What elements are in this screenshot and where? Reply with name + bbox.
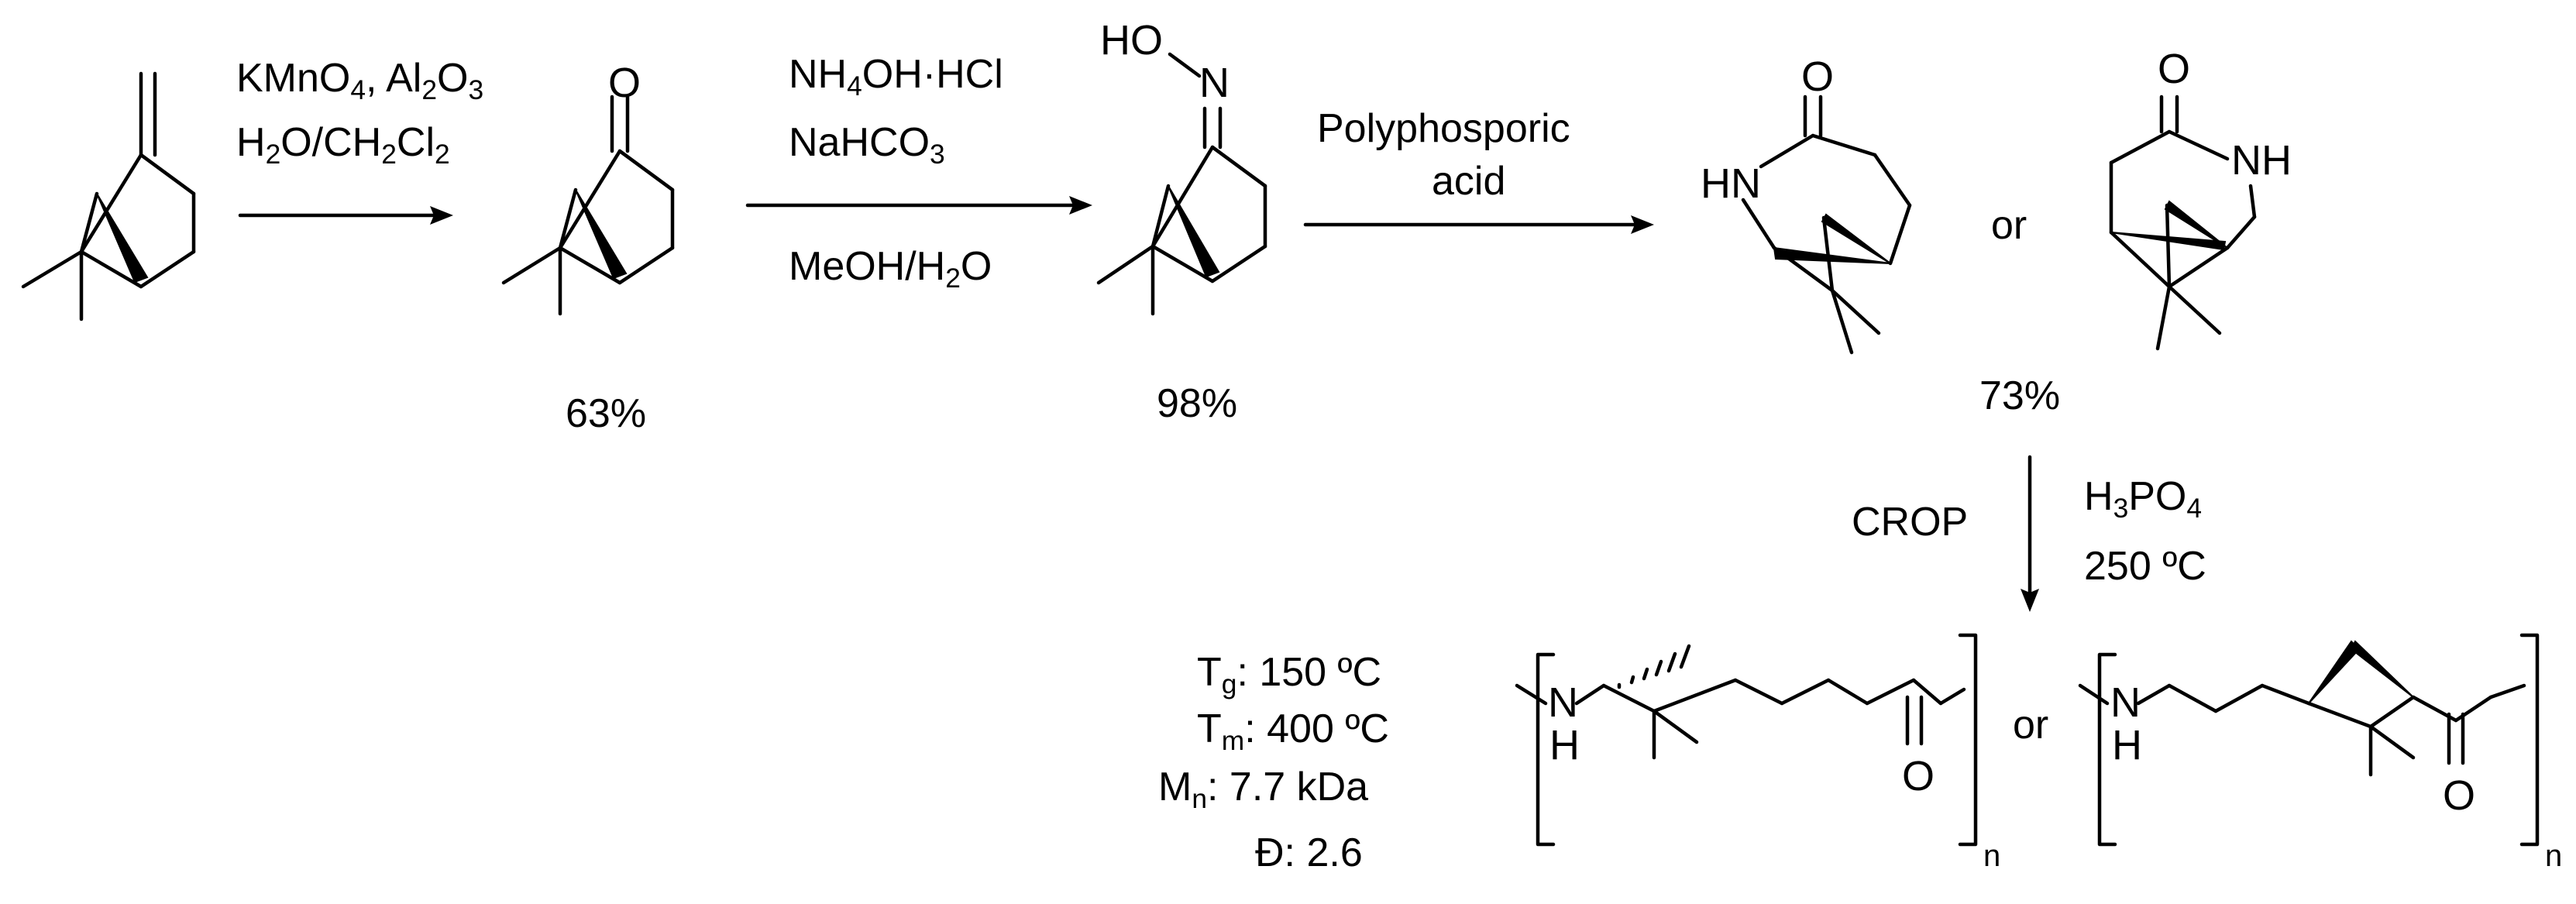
oxime-structure: [1096, 52, 1267, 316]
hn-label-lactam-a: HN: [1701, 160, 1761, 207]
property-tm: Tm: 400 ºC: [1197, 706, 1389, 756]
reaction-arrow-1: [238, 206, 453, 225]
nitrogen-label-polymer-a: N: [1548, 679, 1578, 726]
nopinone-structure: [501, 95, 675, 316]
hydrogen-label-polymer-b: H: [2112, 722, 2142, 768]
step4-reagent-line2: 250 ºC: [2084, 544, 2206, 589]
oxygen-label-lactam-b: O: [2158, 46, 2191, 92]
step3-reagent-line1: Polyphosporic: [1317, 106, 1570, 151]
hydroxyl-label-oxime: HO: [1100, 17, 1163, 64]
reaction-arrow-4: [2021, 455, 2039, 612]
step2-reagent-line2: NaHCO3: [789, 120, 945, 170]
step1-reagent-line1: KMnO4, Al2O3: [236, 56, 484, 105]
nitrogen-label-oxime: N: [1199, 60, 1230, 106]
polymer-b-structure: [2078, 633, 2540, 847]
lactam-b-structure: [2109, 95, 2257, 351]
hashed-wedge-bond: [1617, 644, 1691, 689]
oxygen-label-nopinone: O: [608, 60, 641, 106]
oxygen-label-polymer-b: O: [2443, 772, 2476, 819]
repeat-n-polymer-b: n: [2545, 839, 2563, 873]
step3-reagent-line2: acid: [1432, 159, 1506, 204]
hydrogen-label-polymer-a: H: [1549, 722, 1580, 768]
step3-or: or: [1991, 203, 2027, 248]
reaction-arrow-2: [745, 196, 1092, 215]
oxygen-label-lactam-a: O: [1801, 53, 1835, 100]
step4-reagent-line1: H3PO4: [2084, 474, 2203, 524]
property-mn: Mn: 7.7 kDa: [1158, 765, 1369, 814]
step4-left-label: CROP: [1852, 500, 1969, 545]
lactam-a-structure: [1741, 95, 1912, 355]
step2-yield: 98%: [1157, 381, 1238, 426]
beta-pinene-structure: [21, 71, 196, 321]
property-dispersity: Đ: 2.6: [1255, 830, 1363, 875]
property-tg: Tg: 150 ºC: [1197, 650, 1382, 699]
oxygen-label-polymer-a: O: [1902, 753, 1935, 799]
step4-or: or: [2013, 703, 2049, 748]
polymer-a-structure: [1515, 633, 1978, 847]
step1-reagent-line2: H2O/CH2Cl2: [236, 120, 450, 170]
step2-reagent-line3: MeOH/H2O: [789, 244, 992, 294]
repeat-n-polymer-a: n: [1983, 839, 2001, 873]
step1-yield: 63%: [566, 391, 647, 436]
step3-yield: 73%: [1979, 373, 2061, 418]
nh-label-lactam-b: NH: [2231, 137, 2292, 184]
step2-reagent-line1: NH4OH·HCl: [789, 52, 1003, 101]
reaction-arrow-3: [1303, 215, 1654, 234]
nitrogen-label-polymer-b: N: [2110, 679, 2141, 726]
